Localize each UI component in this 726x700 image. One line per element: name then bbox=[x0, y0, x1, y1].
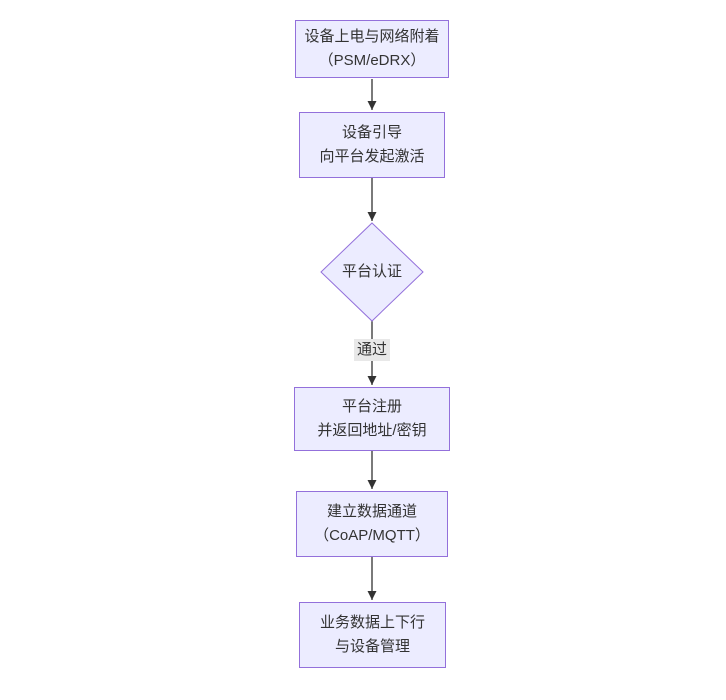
node-line: 并返回地址/密钥 bbox=[317, 422, 427, 439]
node-line: 与设备管理 bbox=[334, 638, 410, 655]
node-data-channel: 建立数据通道 （CoAP/MQTT） bbox=[296, 491, 448, 557]
node-line: （CoAP/MQTT） bbox=[314, 527, 430, 544]
node-line: 平台注册 bbox=[341, 398, 402, 415]
node-line: 设备上电与网络附着 bbox=[304, 28, 440, 45]
edge-label-pass: 通过 bbox=[354, 339, 391, 361]
node-line: （PSM/eDRX） bbox=[318, 52, 426, 69]
node-business-data: 业务数据上下行 与设备管理 bbox=[299, 602, 446, 668]
node-line: 向平台发起激活 bbox=[319, 148, 425, 165]
decision-diamond-shape bbox=[320, 222, 424, 322]
node-line: 设备引导 bbox=[341, 124, 402, 141]
node-platform-register: 平台注册 并返回地址/密钥 bbox=[294, 387, 450, 451]
node-power-attach: 设备上电与网络附着 （PSM/eDRX） bbox=[295, 20, 449, 78]
node-bootstrap: 设备引导 向平台发起激活 bbox=[299, 112, 445, 178]
node-platform-auth: 平台认证 bbox=[341, 263, 402, 280]
node-line: 业务数据上下行 bbox=[319, 614, 425, 631]
node-line: 建立数据通道 bbox=[326, 503, 417, 520]
